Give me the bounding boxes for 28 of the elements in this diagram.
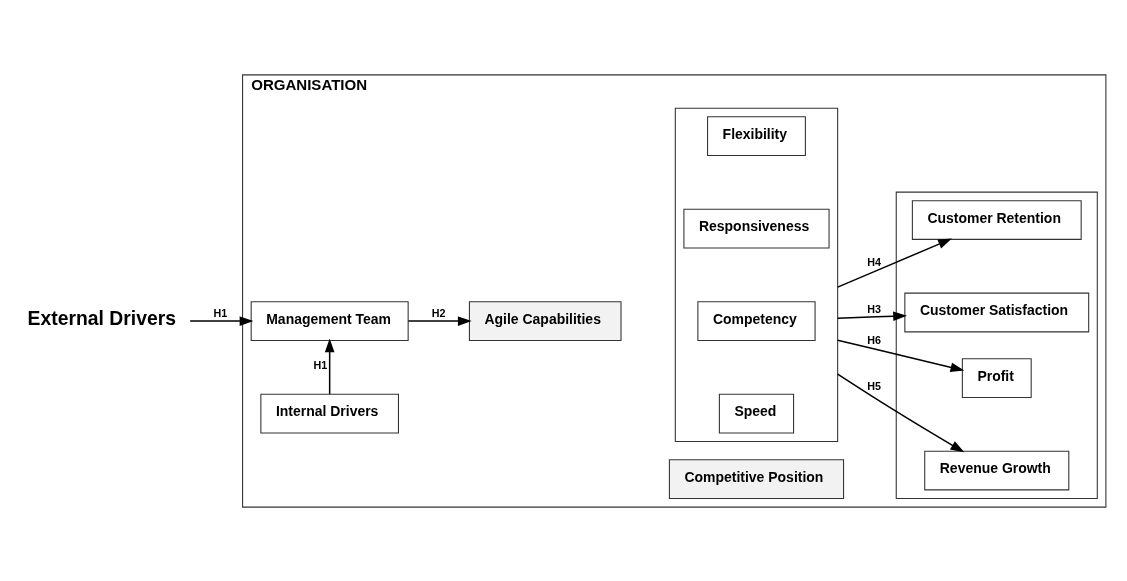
node-box: Competitive Position: [668, 458, 845, 499]
edge-label: H5: [867, 379, 881, 392]
node-box: Internal Drivers: [260, 393, 399, 433]
edge-label: H4: [867, 255, 881, 268]
edge-label: H1: [213, 306, 228, 319]
node-text: External Drivers: [27, 306, 176, 329]
arrow: [189, 315, 254, 326]
arrow: [407, 315, 472, 326]
node-box: Agile Capabilities: [468, 300, 622, 341]
node-box: Profit: [961, 357, 1032, 398]
edge-label: H1: [313, 358, 328, 371]
arrow: [836, 310, 907, 321]
edge-label: H3: [867, 302, 881, 314]
arrow: [324, 337, 335, 395]
node-box: Revenue Growth: [924, 450, 1070, 490]
node-box: Responsiveness: [683, 208, 830, 249]
node-box: Customer Satisfaction: [904, 292, 1090, 332]
arrow: [836, 372, 965, 452]
edge-label: H2: [431, 306, 446, 319]
node-box: Flexibility: [707, 115, 806, 156]
cluster: [674, 107, 839, 442]
node-box: Competency: [697, 300, 816, 341]
node-box: Speed: [718, 393, 795, 433]
node-box: Management Team: [250, 300, 409, 341]
arrow: [836, 238, 952, 288]
arrow: [836, 339, 965, 372]
edge-label: H6: [867, 333, 881, 346]
node-box: Customer Retention: [911, 199, 1082, 240]
